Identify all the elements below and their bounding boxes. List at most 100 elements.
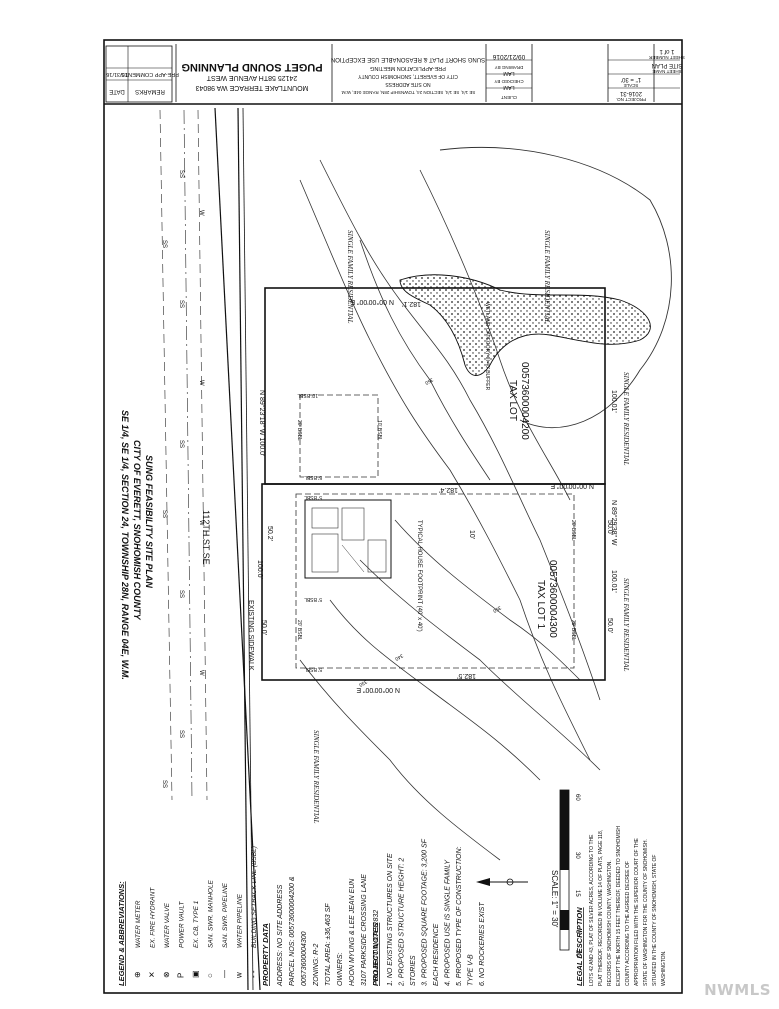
legend-symbol-icon: w	[235, 972, 244, 979]
tax-lot-2-label: TAX LOT	[507, 380, 518, 421]
zoning-label-neighbor: SINGLE FAMILY RESIDENTIAL	[346, 230, 354, 324]
project-notes-title: PROJECT NOTES	[371, 923, 380, 986]
project-note-line: EACH RESIDENCE	[433, 923, 440, 986]
legend-symbol-icon: P	[177, 973, 186, 978]
property-data-title: PROPERTY DATA	[261, 923, 270, 986]
svg-text:5' BSBL: 5' BSBL	[304, 596, 322, 602]
property-data-line: ZONING: R-2	[313, 944, 320, 987]
revision-date: 10/31/16	[106, 71, 127, 77]
svg-text:N 00°00'00" E: N 00°00'00" E	[350, 298, 394, 306]
svg-text:SS: SS	[178, 300, 184, 308]
legal-description-line: SITUATED IN THE COUNTY OF SNOHOMISH, STA…	[652, 855, 658, 987]
svg-text:60: 60	[574, 794, 580, 801]
sheet-name: SITE PLAN	[652, 62, 683, 68]
house-footprint-label: TYPICAL HOUSE FOOTPRINT (40' x 40')	[416, 520, 422, 632]
company-logo: PUGET SOUND PLANNING 24125 58TH AVENUE W…	[181, 61, 322, 91]
svg-text:10' BSBL: 10' BSBL	[297, 392, 318, 398]
legend-item-label: SAN. SWR. MANHOLE	[208, 879, 215, 948]
legal-description-title: LEGAL DESCRIPTION	[575, 907, 584, 986]
tax-lot-1-number: 00573600004300	[547, 560, 558, 638]
company-address-1: 24125 58TH AVENUE WEST	[206, 74, 297, 81]
contour-line	[359, 559, 601, 771]
project-note-line: 5. PROPOSED TYPE OF CONSTRUCTION:	[456, 846, 463, 986]
title-block: REMARKS DATE PRE-APP COMMENTS 10/31/16 P…	[105, 44, 685, 103]
property-data-line: HOON MYUNG & LEE JEAN EUN	[349, 878, 356, 986]
sheet-name-label: SHEET NAME	[652, 69, 681, 74]
project-no: 2016-31	[619, 90, 642, 96]
legend-symbol-icon: ▣	[191, 970, 200, 978]
drawing-by-label: DRAWING BY	[495, 65, 524, 70]
zoning-label-neighbor: SINGLE FAMILY RESIDENTIAL	[622, 372, 630, 466]
contour-line	[394, 519, 581, 681]
client-label: CLIENT	[501, 95, 517, 100]
plan-title-3: SUNG FEASIBILITY SITE PLAN	[144, 455, 154, 588]
zoning-label-neighbor: SINGLE FAMILY RESIDENTIAL	[543, 230, 551, 324]
svg-text:SS: SS	[178, 170, 184, 178]
contour-line	[329, 599, 541, 781]
legend-item-label: WATER PIPELINE	[237, 893, 244, 948]
property-data-line: FULLERTON, CA 92832	[373, 910, 380, 986]
svg-text:50.2': 50.2'	[266, 526, 273, 541]
legal-description-line: WASHINGTON.	[661, 950, 667, 986]
project-sub-4: SE 1/4, SE 1/4, SECTION 24, TOWNSHIP 28N…	[341, 90, 476, 95]
project-no-label: PROJECT NO.	[616, 97, 646, 102]
legal-description-line: COUNTY ACCORDING TO THE AGREED DECREE OF	[625, 861, 631, 986]
svg-text:100.01': 100.01'	[610, 390, 617, 413]
project-note-line: 1. NO EXISTING STRUCTURES ON SITE	[387, 853, 394, 986]
street-name: 112TH ST SE	[201, 510, 211, 565]
contour-line	[359, 239, 491, 481]
sewer-line	[197, 109, 208, 801]
legal-description-lines: LOTS 42 AND 43, PLAT OF SILVER ACRES, AC…	[589, 826, 667, 986]
project-note-line: STORIES	[410, 955, 417, 986]
svg-text:182.5': 182.5'	[457, 672, 476, 679]
checked-by: LAM	[503, 84, 515, 90]
contour-line	[299, 659, 501, 861]
legal-description-line: LOTS 42 AND 43, PLAT OF SILVER ACRES, AC…	[589, 834, 595, 986]
plan-drawing: SS SS SS SS SS W W W W SS SS SS 112TH ST…	[120, 107, 672, 991]
svg-text:50.0': 50.0'	[606, 618, 613, 633]
svg-text:50.0': 50.0'	[260, 620, 267, 635]
property-data-line: PARCEL NOS: 00573600004200 &	[289, 876, 296, 986]
plan-title-1: SE 1/4, SE 1/4, SECTION 24, TOWNSHIP 28N…	[120, 410, 130, 680]
svg-text:5' BSBL: 5' BSBL	[304, 666, 322, 672]
scale-caption: SCALE: 1" = 30'	[550, 870, 559, 928]
legend-symbol-icon: —	[220, 970, 229, 978]
svg-text:SS: SS	[161, 510, 167, 518]
water-line	[183, 109, 193, 801]
legend-symbol-icon: ○	[206, 973, 215, 978]
tax-lot-2-number: 00573600004200	[519, 362, 530, 440]
legal-description-line: PLAT THEREOF, RECORDED IN VOLUME 14 OF P…	[598, 830, 604, 986]
legend-symbol-icon: ✕	[148, 971, 157, 978]
legend-item-label: POWER VAULT	[179, 900, 186, 948]
svg-text:0: 0	[574, 930, 580, 934]
project-note-line: TYPE V-B	[468, 954, 475, 986]
revision-date-label: DATE	[109, 88, 125, 94]
svg-text:SS: SS	[178, 440, 184, 448]
legend-item-label: SAN. SWR. PIPELINE	[222, 882, 229, 948]
street-edge-line	[237, 107, 249, 991]
svg-text:N 89°29'38" W: N 89°29'38" W	[610, 500, 618, 546]
revision-remarks: PRE-APP COMMENTS	[121, 71, 179, 77]
svg-text:30: 30	[574, 950, 580, 957]
revision-remarks-label: REMARKS	[135, 88, 165, 94]
legend-symbol-icon: ⊕	[133, 971, 142, 978]
legend-item-label: WATER VALVE	[164, 902, 171, 948]
tax-lot-1-label: TAX LOT 1	[535, 580, 546, 630]
svg-text:100.01': 100.01'	[610, 570, 617, 593]
sewer-line	[159, 109, 173, 801]
svg-text:SS: SS	[178, 590, 184, 598]
contour-labels: 330 340 350 350	[358, 376, 502, 687]
svg-text:W: W	[198, 670, 204, 676]
svg-text:N 00°00'00" E: N 00°00'00" E	[550, 482, 594, 490]
typical-house-footprint: TYPICAL HOUSE FOOTPRINT (40' x 40')	[304, 499, 422, 632]
checked-by-label: CHECKED BY	[494, 79, 523, 84]
street-edge-line	[242, 107, 254, 991]
sheet-border	[103, 39, 683, 994]
scale-value: 1" = 30'	[621, 76, 641, 82]
drawing-by: LAM	[503, 70, 515, 76]
tax-lot-1-boundary	[261, 483, 606, 681]
svg-text:5' BSBL: 5' BSBL	[304, 494, 322, 500]
project-sub-1: PRE-APPLICATION MEETING	[370, 65, 446, 71]
company-name: PUGET SOUND PLANNING	[181, 61, 322, 73]
